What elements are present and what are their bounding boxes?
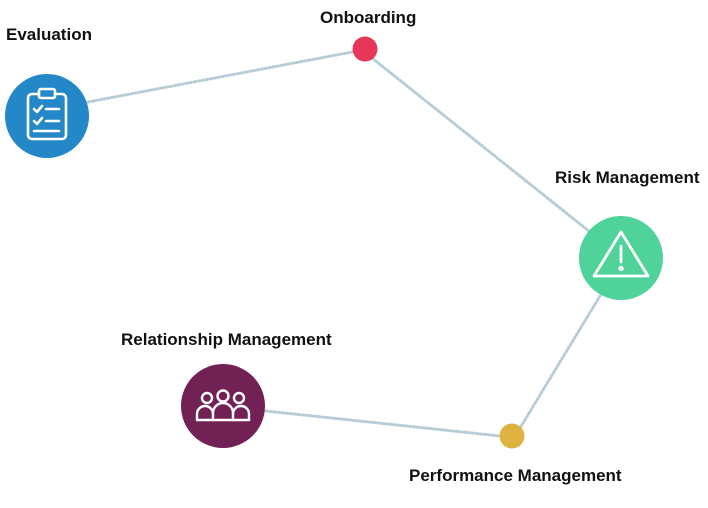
performance-management-dot [499, 423, 525, 449]
performance-management-label: Performance Management [409, 466, 622, 485]
onboarding-dot [352, 36, 378, 62]
clipboard-checklist-icon [26, 87, 68, 141]
risk-management-node[interactable] [579, 216, 663, 300]
evaluation-node[interactable] [5, 74, 89, 158]
onboarding-label: Onboarding [320, 8, 417, 27]
evaluation-circle [5, 74, 89, 158]
connector-risk-performance [518, 294, 602, 430]
relationship-management-node[interactable] [181, 364, 265, 448]
performance-management-node[interactable] [499, 423, 525, 449]
warning-triangle-icon [592, 230, 650, 278]
risk-management-label: Risk Management [555, 168, 700, 187]
evaluation-label: Evaluation [6, 25, 92, 44]
relationship-management-circle [181, 364, 265, 448]
connector-onboarding-risk [370, 56, 592, 234]
connector-evaluation-onboarding [86, 50, 354, 104]
people-group-icon [195, 389, 251, 422]
onboarding-node[interactable] [352, 36, 378, 62]
connector-relationship-performance [264, 409, 502, 438]
relationship-management-label: Relationship Management [121, 330, 332, 349]
